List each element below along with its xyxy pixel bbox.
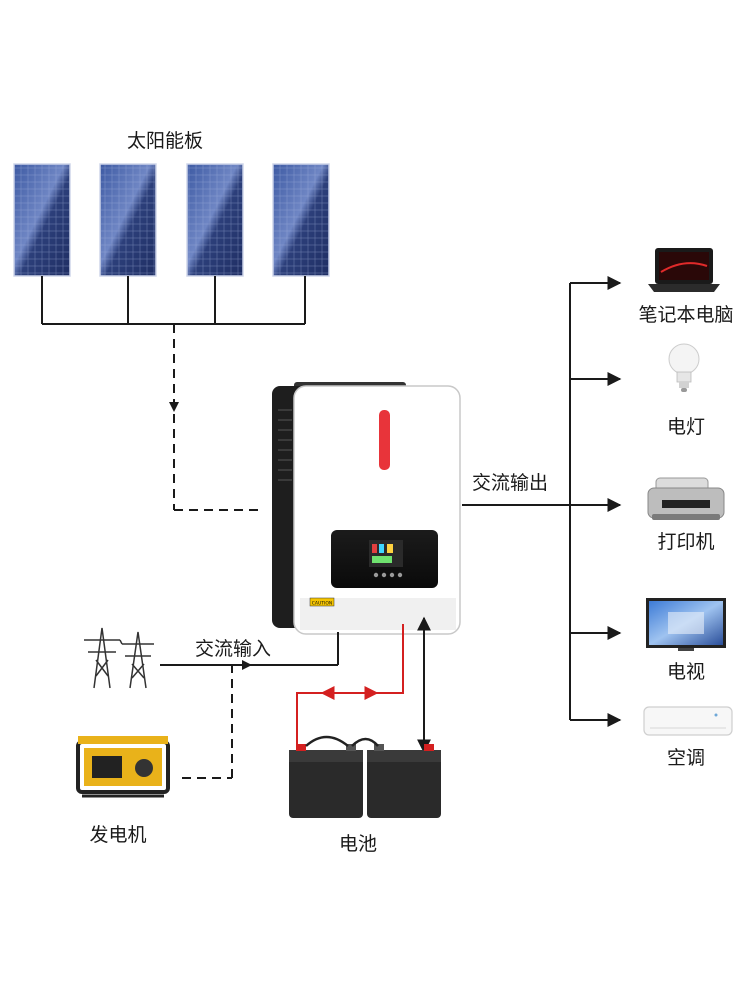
tv-icon [646, 598, 726, 651]
solar-panels-label: 太阳能板 [127, 130, 204, 152]
load-label-ac: 空调 [666, 747, 706, 769]
solar-panel-3 [186, 163, 244, 277]
load-label-laptop: 笔记本电脑 [638, 304, 734, 326]
generator-label: 发电机 [89, 824, 147, 846]
solar-panel-array [13, 163, 330, 277]
printer-icon [647, 477, 725, 520]
inverter-button-4 [397, 572, 403, 578]
battery-label: 电池 [338, 833, 378, 855]
generator-icon [76, 736, 170, 798]
load-label-light: 电灯 [666, 416, 706, 438]
ac-input-arrow [242, 660, 252, 670]
hybrid-inverter: CAUTION [272, 382, 461, 635]
load-label-tv: 电视 [666, 661, 706, 683]
solar-bus-wiring [41, 276, 306, 325]
solar-feed-arrow [169, 402, 179, 412]
solar-panel-4 [272, 163, 330, 277]
power-tower-icon [84, 627, 154, 689]
inverter-button-1 [373, 572, 379, 578]
battery-wiring [296, 624, 404, 752]
caution-sticker [309, 597, 335, 607]
ac-input-label: 交流输入 [195, 638, 272, 660]
light-bulb-icon [668, 343, 700, 392]
inverter-button-2 [381, 572, 387, 578]
air-conditioner-icon [643, 706, 733, 736]
battery-2 [351, 737, 441, 818]
solar-panel-2 [99, 163, 157, 277]
ac-output-wiring [462, 276, 622, 727]
laptop-icon [648, 248, 720, 292]
ac-output-label: 交流输出 [472, 472, 549, 494]
solar-panel-1 [13, 163, 71, 277]
generator-feed [182, 665, 233, 779]
status-led-bar [379, 410, 390, 470]
load-label-printer: 打印机 [657, 531, 715, 553]
inverter-button-3 [389, 572, 395, 578]
caution-text: CAUTION [312, 601, 333, 607]
solar-dc-feed [173, 324, 262, 511]
battery-1 [289, 735, 363, 818]
